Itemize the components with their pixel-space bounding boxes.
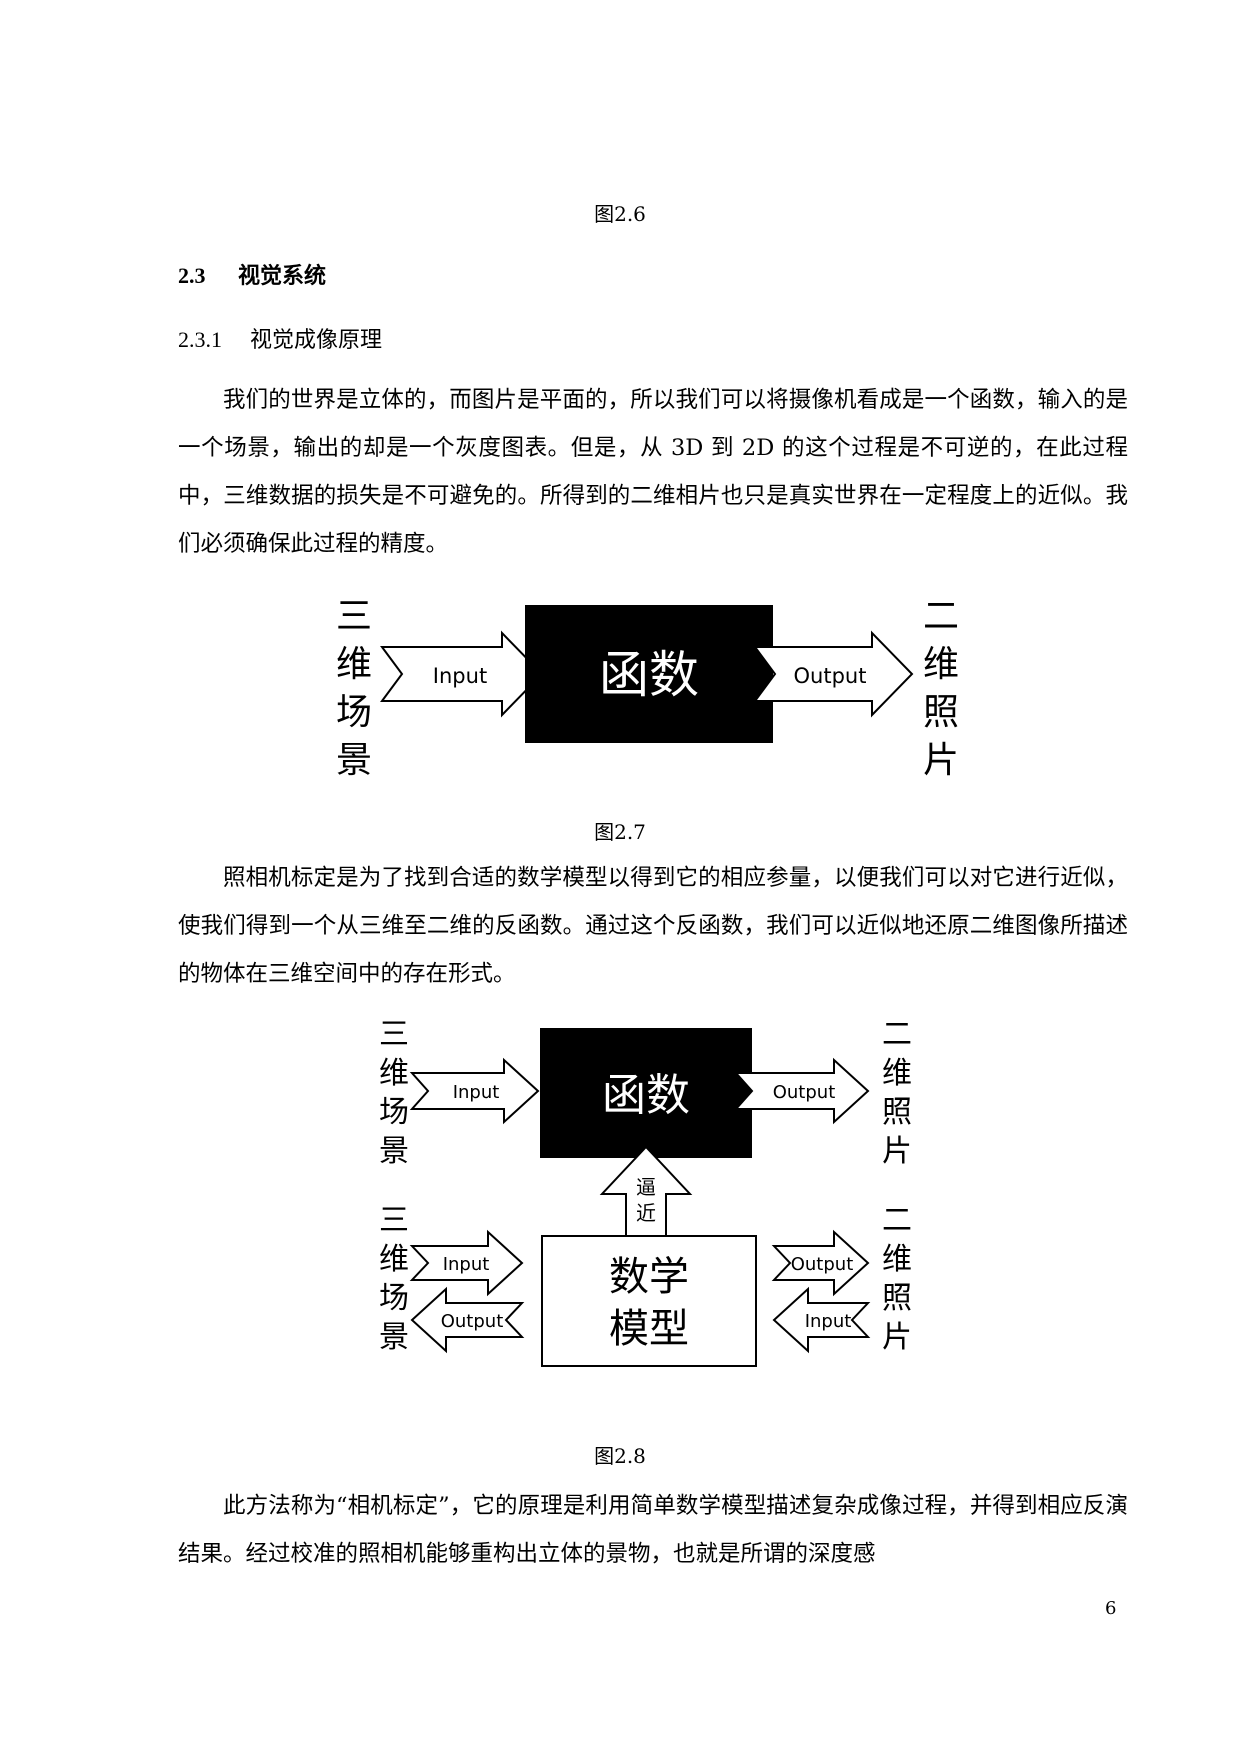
subsection-number: 2.3.1: [178, 327, 222, 352]
fig28-approx-char-2: 近: [636, 1201, 656, 1225]
fig28-approx-char-1: 逼: [636, 1175, 656, 1199]
fig27-right-char-3: 照: [923, 692, 959, 733]
figure-2-8-diagram: 三 维 场 景 Input 函数 Output 二 维 照 片 逼 近 数学 模…: [379, 1017, 912, 1367]
fig28-top-right-label: 二 维 照 片: [882, 1017, 912, 1169]
fig28-approx-label: 逼 近: [636, 1175, 656, 1225]
fig27-input-label: Input: [433, 664, 487, 688]
fig28-tl-char-2: 维: [379, 1056, 409, 1091]
fig28-approx-arrow: [599, 1145, 693, 1237]
fig28-br-char-4: 片: [882, 1320, 912, 1355]
section-heading: 2.3 视觉系统: [178, 258, 326, 290]
fig28-bl-char-4: 景: [379, 1320, 409, 1355]
fig28-tr-char-4: 片: [882, 1134, 912, 1169]
fig28-model-label-line-1: 数学: [609, 1254, 689, 1300]
figure-2-7-diagram: 三 维 场 景 Input 函数 Output 二 维 照 片: [336, 596, 959, 780]
fig28-tr-char-2: 维: [882, 1056, 912, 1091]
fig28-bottom-right-output-arrow: [771, 1229, 870, 1297]
fig27-output-arrow: [753, 630, 914, 718]
fig28-bottom-left-output-label: Output: [441, 1311, 504, 1332]
fig28-top-output-arrow: [733, 1057, 870, 1125]
fig28-bl-char-2: 维: [379, 1242, 409, 1277]
fig28-br-char-2: 维: [882, 1242, 912, 1277]
fig28-bottom-right-input-label: Input: [805, 1311, 852, 1332]
figure-2-7-left-label: 三 维 场 景: [336, 596, 372, 780]
fig28-top-input-label: Input: [453, 1082, 500, 1103]
fig28-function-box: [540, 1028, 752, 1158]
fig27-input-arrow: [380, 630, 544, 718]
fig28-bottom-right-label: 二 维 照 片: [882, 1203, 912, 1355]
figure-2-7-right-label: 二 维 照 片: [923, 596, 959, 780]
page-number: 6: [1105, 1598, 1117, 1619]
fig28-model-box: [541, 1235, 757, 1367]
paragraph-camera-calibration-method: 此方法称为“相机标定”，它的原理是利用简单数学模型描述复杂成像过程，并得到相应反…: [178, 1482, 1128, 1578]
fig28-top-left-label: 三 维 场 景: [379, 1017, 409, 1169]
fig28-tl-char-1: 三: [379, 1017, 409, 1052]
fig27-left-char-1: 三: [336, 596, 372, 637]
paragraph-3-text: 此方法称为“相机标定”，它的原理是利用简单数学模型描述复杂成像过程，并得到相应反…: [178, 1493, 1128, 1567]
fig27-left-char-2: 维: [336, 644, 372, 685]
paragraph-2-text: 照相机标定是为了找到合适的数学模型以得到它的相应参量，以便我们可以对它进行近似，…: [178, 865, 1128, 987]
fig28-model-label-line-2: 模型: [609, 1306, 689, 1352]
fig27-left-char-4: 景: [336, 740, 372, 780]
section-title: 视觉系统: [238, 264, 327, 289]
figure-2-8-caption: 图2.8: [594, 1444, 646, 1468]
fig28-top-input-arrow: [409, 1057, 540, 1125]
fig28-tl-char-3: 场: [379, 1095, 409, 1130]
fig27-function-box: [525, 605, 773, 743]
fig28-bl-char-3: 场: [379, 1281, 409, 1316]
fig27-right-char-4: 片: [923, 740, 959, 780]
fig28-bottom-right-input-arrow: [772, 1286, 871, 1354]
fig28-bottom-left-input-label: Input: [443, 1254, 490, 1275]
paragraph-1-text: 我们的世界是立体的，而图片是平面的，所以我们可以将摄像机看成是一个函数，输入的是…: [178, 387, 1128, 557]
fig28-bottom-left-input-arrow: [409, 1229, 524, 1297]
paragraph-camera-function: 我们的世界是立体的，而图片是平面的，所以我们可以将摄像机看成是一个函数，输入的是…: [178, 376, 1128, 568]
fig27-right-char-1: 二: [923, 596, 959, 637]
fig28-tr-char-3: 照: [882, 1095, 912, 1130]
fig28-tl-char-4: 景: [379, 1134, 409, 1169]
fig28-top-output-label: Output: [773, 1082, 836, 1103]
fig28-bl-char-1: 三: [379, 1203, 409, 1238]
fig27-output-label: Output: [794, 664, 867, 688]
figure-2-6-caption: 图2.6: [594, 202, 646, 226]
fig27-right-char-2: 维: [923, 644, 959, 685]
fig27-left-char-3: 场: [336, 692, 372, 733]
fig28-br-char-1: 二: [882, 1203, 912, 1238]
fig28-bottom-left-label: 三 维 场 景: [379, 1203, 409, 1355]
paragraph-calibration: 照相机标定是为了找到合适的数学模型以得到它的相应参量，以便我们可以对它进行近似，…: [178, 854, 1128, 998]
figure-2-7-caption: 图2.7: [594, 820, 646, 844]
fig27-function-label: 函数: [599, 646, 699, 704]
fig28-tr-char-1: 二: [882, 1017, 912, 1052]
fig28-br-char-3: 照: [882, 1281, 912, 1316]
section-number: 2.3: [178, 263, 206, 288]
subsection-title: 视觉成像原理: [250, 328, 383, 353]
subsection-heading: 2.3.1 视觉成像原理: [178, 322, 382, 354]
fig28-function-label: 函数: [602, 1070, 690, 1121]
fig28-bottom-left-output-arrow: [410, 1286, 525, 1354]
fig28-bottom-right-output-label: Output: [791, 1254, 854, 1275]
